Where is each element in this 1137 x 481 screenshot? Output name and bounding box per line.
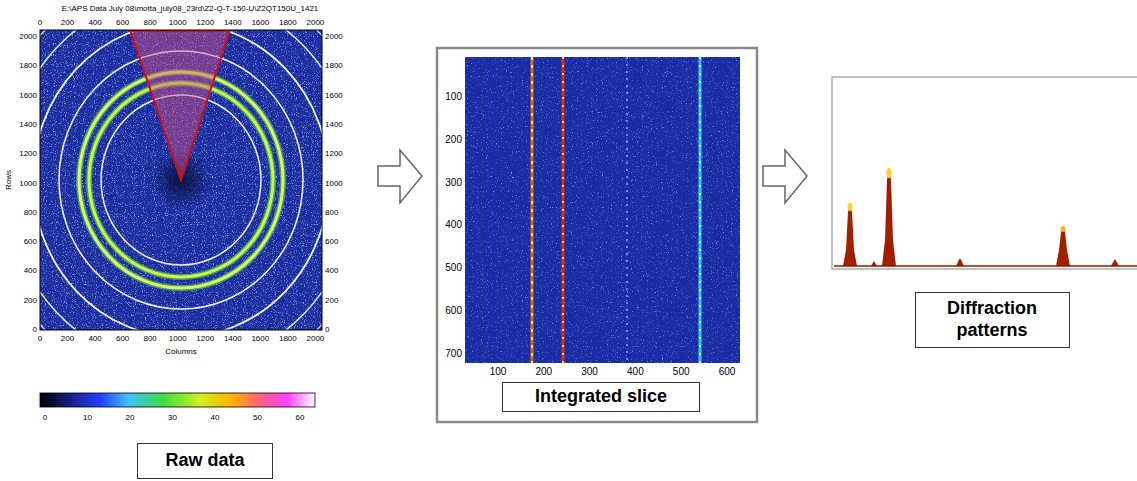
tick-label: 200 bbox=[535, 367, 552, 377]
colorbar-label: 50 bbox=[253, 414, 262, 422]
tick-label: 1600 bbox=[19, 92, 37, 100]
slice-panel bbox=[437, 48, 757, 422]
tick-label: 1000 bbox=[19, 180, 37, 188]
tick-label: 500 bbox=[445, 263, 462, 273]
tick-label: 1400 bbox=[224, 335, 242, 343]
tick-label: 1400 bbox=[19, 121, 37, 129]
tick-label: 1400 bbox=[224, 19, 242, 27]
tick-label: 400 bbox=[24, 267, 37, 275]
tick-label: 400 bbox=[445, 220, 462, 230]
tick-label: 200 bbox=[61, 19, 74, 27]
box-label: Integrated slice bbox=[535, 386, 667, 408]
tick-label: 400 bbox=[627, 367, 644, 377]
tick-label: 600 bbox=[325, 238, 338, 246]
box-label: Diffraction patterns bbox=[916, 298, 1069, 341]
tick-label: 600 bbox=[116, 19, 129, 27]
tick-label: 600 bbox=[24, 238, 37, 246]
tick-label: 1800 bbox=[325, 62, 343, 70]
label-box: Diffraction patterns bbox=[915, 292, 1070, 348]
tick-label: 1400 bbox=[325, 121, 343, 129]
tick-label: 800 bbox=[143, 19, 156, 27]
tick-label: 2000 bbox=[306, 19, 324, 27]
axis-title: Rows bbox=[5, 170, 13, 190]
tick-label: 100 bbox=[490, 367, 507, 377]
tick-label: 2000 bbox=[325, 33, 343, 41]
tick-label: 0 bbox=[33, 326, 37, 334]
block-arrow bbox=[763, 150, 807, 203]
tick-label: 0 bbox=[325, 326, 329, 334]
tick-label: 400 bbox=[325, 267, 338, 275]
image-title: E:\APS Data July 08\motta_july08_23rd\Z2… bbox=[62, 5, 319, 13]
label-box: Integrated slice bbox=[502, 382, 700, 412]
tick-label: 700 bbox=[445, 349, 462, 359]
tick-label: 300 bbox=[581, 367, 598, 377]
tick-label: 300 bbox=[445, 178, 462, 188]
colorbar-label: 60 bbox=[296, 414, 305, 422]
tick-label: 0 bbox=[38, 19, 42, 27]
tick-label: 0 bbox=[38, 335, 42, 343]
tick-label: 800 bbox=[24, 209, 37, 217]
tick-label: 200 bbox=[325, 297, 338, 305]
tick-label: 1000 bbox=[169, 19, 187, 27]
block-arrow bbox=[378, 150, 422, 203]
colorbar-label: 30 bbox=[168, 414, 177, 422]
tick-label: 600 bbox=[719, 367, 736, 377]
tick-label: 1200 bbox=[19, 150, 37, 158]
tick-label: 1200 bbox=[196, 335, 214, 343]
tick-label: 1800 bbox=[279, 335, 297, 343]
tick-label: 1800 bbox=[19, 62, 37, 70]
tick-label: 800 bbox=[325, 209, 338, 217]
detector-image bbox=[0, 0, 377, 407]
box-label: Raw data bbox=[165, 450, 244, 472]
tick-label: 200 bbox=[445, 135, 462, 145]
tick-label: 600 bbox=[445, 306, 462, 316]
tick-label: 1600 bbox=[251, 19, 269, 27]
tick-label: 400 bbox=[88, 19, 101, 27]
tick-label: 200 bbox=[24, 297, 37, 305]
tick-label: 600 bbox=[116, 335, 129, 343]
tick-label: 1000 bbox=[325, 180, 343, 188]
tick-label: 400 bbox=[88, 335, 101, 343]
tick-label: 1000 bbox=[169, 335, 187, 343]
tick-label: 1600 bbox=[251, 335, 269, 343]
tick-label: 1200 bbox=[325, 150, 343, 158]
tick-label: 2000 bbox=[306, 335, 324, 343]
colorbar-label: 20 bbox=[126, 414, 135, 422]
pattern-plot bbox=[832, 77, 1137, 269]
colorbar-label: 10 bbox=[83, 414, 92, 422]
tick-label: 500 bbox=[673, 367, 690, 377]
tick-label: 200 bbox=[61, 335, 74, 343]
axis-title: Columns bbox=[165, 348, 197, 356]
tick-label: 100 bbox=[445, 92, 462, 102]
colorbar-label: 40 bbox=[211, 414, 220, 422]
tick-label: 1800 bbox=[279, 19, 297, 27]
colorbar-label: 0 bbox=[43, 414, 47, 422]
label-box: Raw data bbox=[137, 443, 273, 479]
tick-label: 1200 bbox=[196, 19, 214, 27]
tick-label: 2000 bbox=[19, 33, 37, 41]
tick-label: 800 bbox=[143, 335, 156, 343]
tick-label: 1600 bbox=[325, 92, 343, 100]
